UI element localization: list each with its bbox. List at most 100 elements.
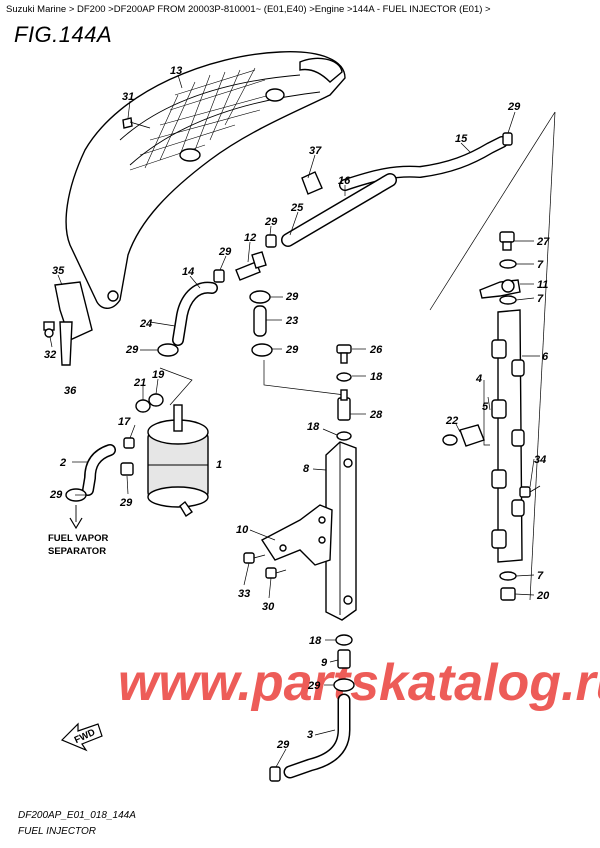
callout-21: 21 bbox=[133, 377, 146, 389]
callout-28: 28 bbox=[369, 409, 383, 421]
part-8-fuel-rail bbox=[325, 441, 357, 621]
fuel-vapor-label-line2: SEPARATOR bbox=[48, 546, 106, 557]
part-29-clamp bbox=[157, 343, 179, 357]
part-29-clamp bbox=[269, 766, 281, 782]
part-29-clamp bbox=[249, 290, 271, 304]
part-18-washer bbox=[336, 431, 352, 441]
part-7-washer bbox=[499, 295, 517, 305]
fuel-vapor-label-line1: FUEL VAPOR bbox=[48, 533, 108, 544]
callout-7: 7 bbox=[537, 259, 544, 271]
callout-17: 17 bbox=[118, 416, 131, 428]
part-28-fitting bbox=[337, 389, 351, 421]
part-1-vapor-separator bbox=[147, 404, 209, 517]
part-6-injector-rail bbox=[491, 309, 525, 563]
callout-6: 6 bbox=[542, 351, 549, 363]
callout-29: 29 bbox=[507, 101, 521, 113]
callout-30: 30 bbox=[262, 601, 275, 613]
part-10-bracket bbox=[260, 504, 333, 566]
callout-10: 10 bbox=[236, 524, 249, 536]
callout-5: 5 bbox=[482, 401, 489, 413]
part-27-bolt bbox=[499, 231, 515, 251]
callout-29: 29 bbox=[119, 497, 133, 509]
callout-13: 13 bbox=[170, 65, 182, 77]
callout-8: 8 bbox=[303, 463, 310, 475]
callout-29: 29 bbox=[307, 680, 321, 692]
part-23-hose bbox=[253, 305, 267, 337]
callout-26: 26 bbox=[369, 344, 383, 356]
part-29-clamp bbox=[213, 269, 225, 283]
callout-18: 18 bbox=[307, 421, 320, 433]
figure-title: FIG.144A bbox=[14, 22, 113, 47]
callout-35: 35 bbox=[52, 265, 65, 277]
callout-27: 27 bbox=[536, 236, 550, 248]
part-18-washer bbox=[336, 372, 352, 382]
callout-31: 31 bbox=[122, 91, 134, 103]
callout-29: 29 bbox=[285, 344, 299, 356]
part-2-hose bbox=[82, 444, 116, 496]
part-37-clip bbox=[301, 171, 323, 195]
callout-33: 33 bbox=[238, 588, 250, 600]
callout-18: 18 bbox=[370, 371, 383, 383]
part-29-clamp bbox=[120, 462, 134, 476]
part-26-bolt bbox=[336, 344, 352, 364]
part-29-clamp bbox=[502, 132, 513, 146]
part-32-bolt bbox=[43, 321, 55, 338]
part-34-bolt bbox=[519, 485, 541, 498]
part-20-plug bbox=[500, 587, 516, 601]
part-11-union bbox=[479, 279, 521, 299]
part-29-clamp bbox=[251, 343, 273, 357]
callout-29: 29 bbox=[285, 291, 299, 303]
callout-16: 16 bbox=[338, 175, 351, 187]
callout-24: 24 bbox=[139, 318, 152, 330]
part-22-injector bbox=[442, 424, 485, 447]
part-7-washer bbox=[499, 259, 517, 269]
breadcrumb[interactable]: Suzuki Marine > DF200 >DF200AP FROM 2000… bbox=[6, 4, 491, 15]
part-33-bolt bbox=[243, 552, 266, 564]
callout-20: 20 bbox=[536, 590, 550, 602]
part-21-grommet bbox=[135, 399, 151, 413]
part-7-washer bbox=[499, 571, 517, 581]
callout-29: 29 bbox=[218, 246, 232, 258]
part-29-clamp bbox=[265, 234, 277, 248]
part-19-grommet bbox=[148, 393, 164, 407]
callout-1: 1 bbox=[216, 459, 222, 471]
callout-11: 11 bbox=[537, 279, 548, 291]
part-30-bolt bbox=[265, 567, 287, 579]
callout-14: 14 bbox=[182, 266, 194, 278]
part-18-washer bbox=[335, 634, 353, 646]
part-29-clamp bbox=[333, 678, 355, 692]
part-35-36-bracket bbox=[54, 281, 93, 366]
callout-29: 29 bbox=[125, 344, 139, 356]
callout-3: 3 bbox=[307, 729, 313, 741]
footer-code: DF200AP_E01_018_144A bbox=[18, 810, 136, 821]
callout-25: 25 bbox=[290, 202, 304, 214]
part-31-bolt bbox=[122, 117, 151, 129]
callout-15: 15 bbox=[455, 133, 468, 145]
callout-12: 12 bbox=[244, 232, 256, 244]
callout-29: 29 bbox=[49, 489, 63, 501]
callout-34: 34 bbox=[534, 454, 546, 466]
callout-18: 18 bbox=[309, 635, 322, 647]
callout-7: 7 bbox=[537, 293, 544, 305]
callout-32: 32 bbox=[44, 349, 56, 361]
callout-29: 29 bbox=[276, 739, 290, 751]
part-12-connector bbox=[235, 251, 267, 281]
callout-4: 4 bbox=[475, 373, 482, 385]
callout-7: 7 bbox=[537, 570, 544, 582]
callout-22: 22 bbox=[445, 415, 458, 427]
part-15-fuel-pipe bbox=[339, 136, 508, 191]
fwd-arrow-icon: FWD bbox=[60, 722, 103, 752]
part-14-hose bbox=[172, 281, 218, 346]
callout-19: 19 bbox=[152, 369, 165, 381]
watermark: www.partskatalog.ru bbox=[118, 654, 600, 712]
callout-36: 36 bbox=[64, 385, 77, 397]
direction-arrow-icon bbox=[69, 505, 83, 530]
footer-caption: FUEL INJECTOR bbox=[18, 826, 96, 837]
part-17-bolt bbox=[123, 437, 135, 449]
callout-29: 29 bbox=[264, 216, 278, 228]
callout-37: 37 bbox=[309, 145, 322, 157]
callout-9: 9 bbox=[321, 657, 328, 669]
callout-23: 23 bbox=[285, 315, 298, 327]
part-3-hose bbox=[283, 693, 351, 779]
